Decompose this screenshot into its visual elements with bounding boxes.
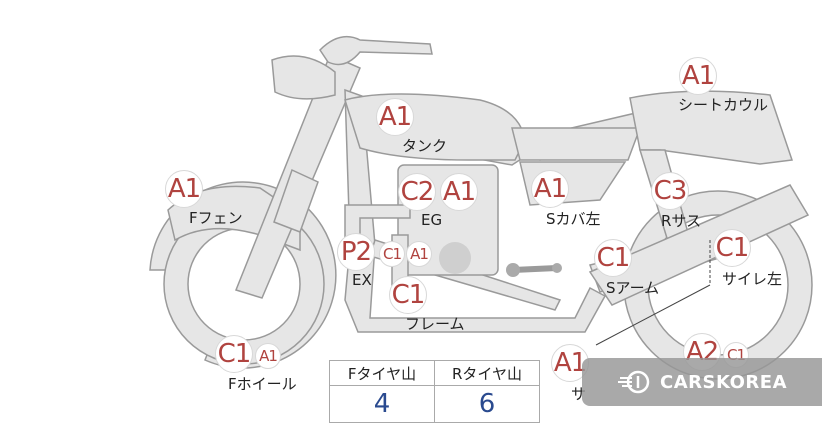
exhaust-label: EX [352, 271, 372, 289]
fuel-tank-code: A1 [378, 102, 412, 132]
front-tire-value: 4 [329, 385, 435, 423]
exhaust-code-1: P2 [340, 237, 372, 267]
silencer-left-label: サイレ左 [722, 270, 783, 288]
seat-cowl-shape [629, 90, 794, 165]
swing-arm-badge: C1 [594, 239, 632, 277]
swing-arm-label: Sアーム [606, 279, 660, 297]
seat-cowl-badge: A1 [679, 57, 717, 95]
silencer-shape [588, 184, 810, 306]
frame-code: C1 [391, 280, 426, 310]
handlebar-shape [319, 35, 433, 66]
exhaust-badge-3: A1 [406, 241, 432, 267]
side-cover-left-label: Sカバ左 [546, 210, 601, 228]
exhaust-code-2: C1 [382, 245, 402, 263]
side-cover-left-code: A1 [533, 174, 567, 204]
front-tire-header: Fタイヤ山 [329, 360, 435, 386]
seat-cowl-code: A1 [681, 61, 715, 91]
headlight-shape [271, 55, 336, 100]
front-wheel-code-2: A1 [259, 347, 278, 365]
swing-arm-code: C1 [596, 243, 631, 273]
seat-cowl-label: シートカウル [678, 96, 769, 114]
rear-wheel-code: A1 [553, 348, 587, 378]
tire-tread-table: Fタイヤ山 Rタイヤ山 4 6 [329, 360, 540, 423]
rear-suspension-badge: C3 [651, 172, 689, 210]
front-wheel-badge-2: A1 [255, 343, 281, 369]
carskorea-watermark: CARSKOREA [582, 358, 822, 406]
frame-shape [344, 88, 607, 333]
engine-code-2: A1 [442, 177, 476, 207]
silencer-left-code: C1 [715, 233, 750, 263]
frame-badge: C1 [389, 276, 427, 314]
seat-shape [511, 127, 642, 161]
engine-badge-2: A1 [440, 173, 478, 211]
exhaust-code-3: A1 [410, 245, 429, 263]
rear-tire-header: Rタイヤ山 [434, 360, 540, 386]
fuel-tank-label: タンク [402, 137, 448, 155]
side-cover-left-badge: A1 [531, 170, 569, 208]
silencer-left-badge: C1 [713, 229, 751, 267]
rear-tire-value: 6 [434, 385, 540, 423]
front-fender-code: A1 [167, 174, 201, 204]
engine-label: EG [421, 211, 443, 229]
watermark-text: CARSKOREA [660, 371, 787, 393]
exhaust-badge-2: C1 [379, 241, 405, 267]
front-wheel-label: Fホイール [228, 375, 297, 393]
rear-suspension-label: Rサス [661, 212, 702, 230]
frame-label: フレーム [405, 315, 465, 333]
front-wheel-code-1: C1 [217, 339, 252, 369]
fuel-tank-badge: A1 [376, 98, 414, 136]
carskorea-logo-icon [618, 370, 650, 394]
front-wheel-badge-1: C1 [215, 335, 253, 373]
exhaust-badge-1: P2 [337, 233, 375, 271]
front-fender-badge: A1 [165, 170, 203, 208]
engine-code-1: C2 [400, 177, 435, 207]
front-fender-label: Fフェン [189, 209, 243, 227]
engine-badge-1: C2 [398, 173, 436, 211]
rear-suspension-code: C3 [653, 176, 688, 206]
